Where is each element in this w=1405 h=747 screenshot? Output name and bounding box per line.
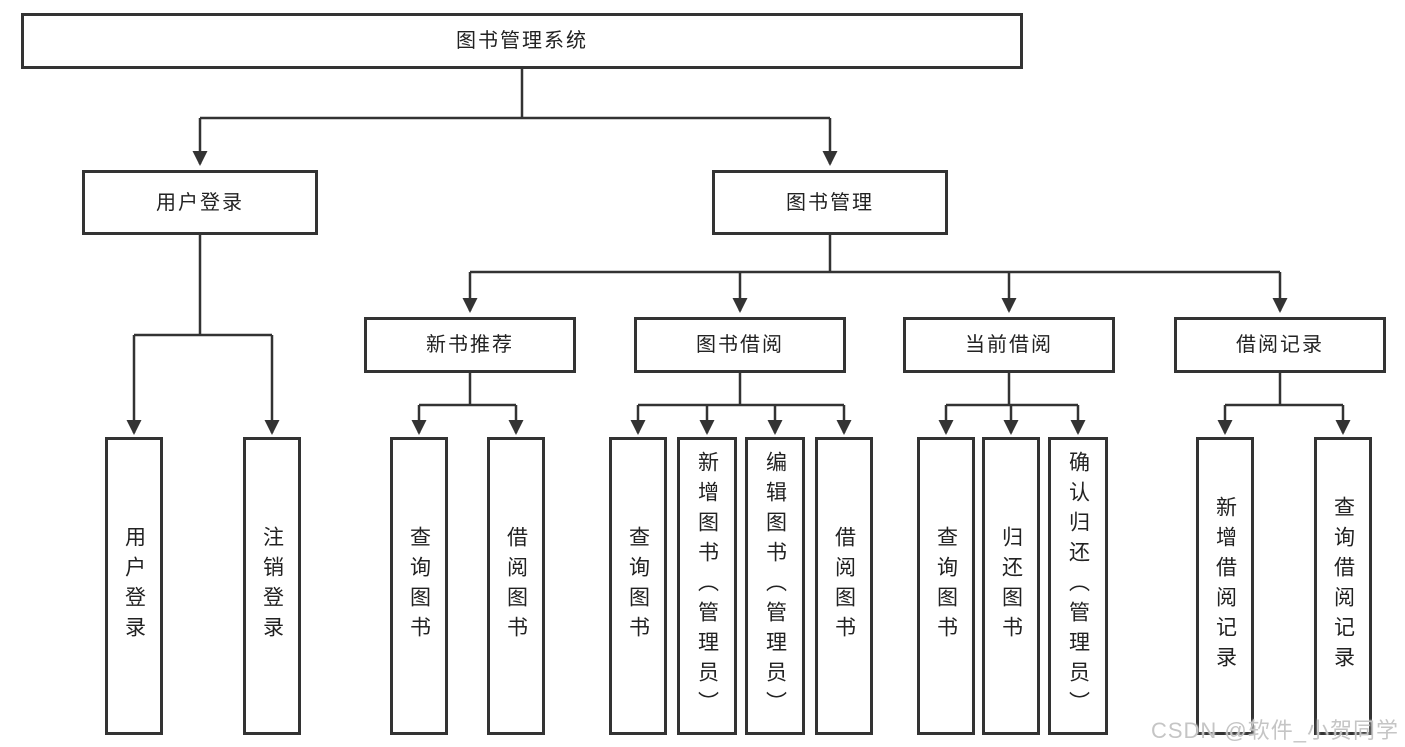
leaf-add-borrow-record: 新增借阅记录 (1196, 437, 1254, 735)
leaf-label: 查询借阅记录 (1331, 496, 1355, 676)
leaf-label: 新增图书（管理员） (695, 451, 719, 721)
leaf-borrow-books-2: 借阅图书 (815, 437, 873, 735)
leaf-label: 查询图书 (626, 526, 650, 646)
leaf-query-borrow-record: 查询借阅记录 (1314, 437, 1372, 735)
leaf-query-books-3: 查询图书 (917, 437, 975, 735)
leaf-add-book-admin: 新增图书（管理员） (677, 437, 737, 735)
node-root-label: 图书管理系统 (456, 30, 588, 52)
leaf-label: 用户登录 (122, 526, 146, 646)
node-new-books-label: 新书推荐 (426, 334, 514, 356)
csdn-watermark: CSDN @软件_小贺同学 (1150, 718, 1399, 743)
leaf-label: 查询图书 (934, 526, 958, 646)
node-user-login-label: 用户登录 (156, 191, 244, 214)
connector-group (126, 69, 1351, 436)
node-book-borrow-label: 图书借阅 (696, 334, 784, 356)
leaf-label: 注销登录 (260, 526, 284, 646)
leaf-label: 借阅图书 (832, 526, 856, 646)
leaf-label: 查询图书 (407, 526, 431, 646)
node-current-borrow: 当前借阅 (903, 317, 1115, 373)
leaf-borrow-books-1: 借阅图书 (487, 437, 545, 735)
leaf-logout: 注销登录 (243, 437, 301, 735)
leaf-edit-book-admin: 编辑图书（管理员） (745, 437, 805, 735)
leaf-user-login: 用户登录 (105, 437, 163, 735)
leaf-label: 归还图书 (999, 526, 1023, 646)
node-current-borrow-label: 当前借阅 (965, 334, 1053, 356)
node-book-management: 图书管理 (712, 170, 948, 235)
node-new-books: 新书推荐 (364, 317, 576, 373)
leaf-label: 借阅图书 (504, 526, 528, 646)
node-book-borrow: 图书借阅 (634, 317, 846, 373)
leaf-confirm-return-admin: 确认归还（管理员） (1048, 437, 1108, 735)
node-borrow-records: 借阅记录 (1174, 317, 1386, 373)
leaf-query-books-2: 查询图书 (609, 437, 667, 735)
leaf-label: 编辑图书（管理员） (763, 451, 787, 721)
leaf-label: 确认归还（管理员） (1066, 451, 1090, 721)
node-book-management-label: 图书管理 (786, 191, 874, 214)
node-root: 图书管理系统 (21, 13, 1023, 69)
leaf-query-books-1: 查询图书 (390, 437, 448, 735)
leaf-label: 新增借阅记录 (1213, 496, 1237, 676)
node-borrow-records-label: 借阅记录 (1236, 334, 1324, 356)
node-user-login: 用户登录 (82, 170, 318, 235)
leaf-return-book: 归还图书 (982, 437, 1040, 735)
